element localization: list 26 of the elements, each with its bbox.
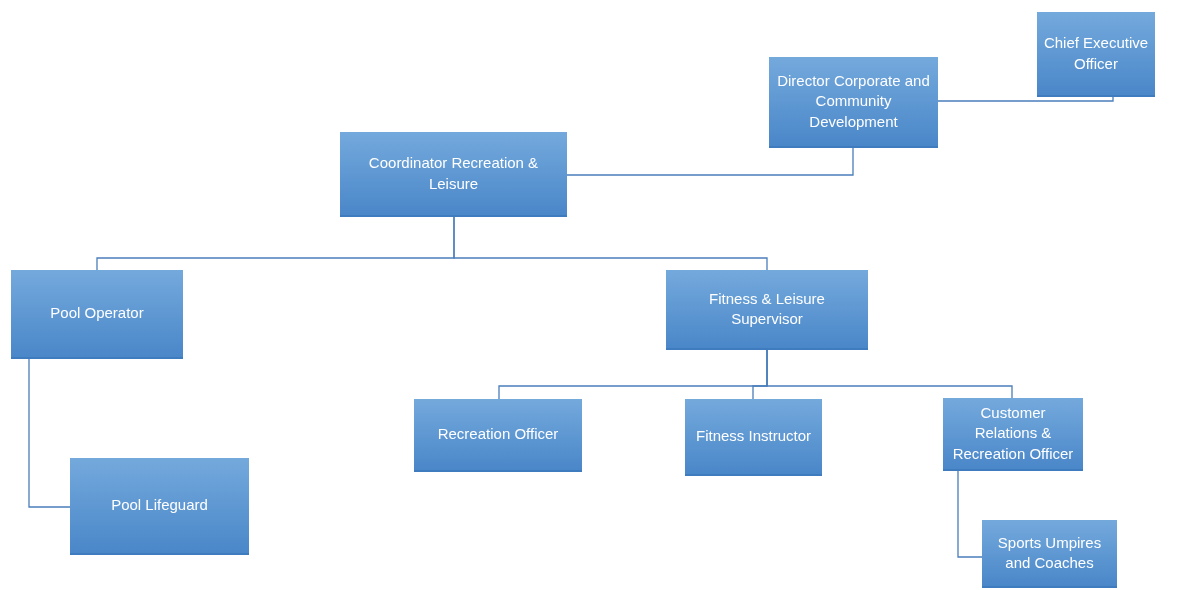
connector-line xyxy=(28,358,71,508)
position-box xyxy=(685,399,822,476)
connector-line xyxy=(766,349,1013,399)
position-box xyxy=(70,458,249,555)
connector-line xyxy=(937,96,1114,102)
position-box xyxy=(1037,12,1155,97)
role-title: Customer Relations & Recreation Officer xyxy=(951,403,1075,464)
connector-line xyxy=(566,147,854,176)
role-title: Pool Operator xyxy=(50,303,144,324)
connector-line xyxy=(957,470,983,558)
position-box xyxy=(11,270,183,359)
position-box xyxy=(414,399,582,472)
role-title: Fitness & Leisure Supervisor xyxy=(708,288,826,329)
role-title: Sports Umpires and Coaches xyxy=(996,532,1103,573)
role-title: Recreation Officer xyxy=(437,424,559,445)
role-title: Fitness Instructor xyxy=(695,426,811,447)
connector-line xyxy=(453,216,768,271)
role-title: Chief Executive Officer xyxy=(1043,33,1149,74)
position-box xyxy=(769,57,938,148)
position-box xyxy=(982,520,1117,588)
position-box xyxy=(666,270,868,350)
role-title: Pool Lifeguard xyxy=(111,495,208,516)
position-box xyxy=(340,132,567,217)
role-title: Coordinator Recreation & Leisure xyxy=(367,153,540,194)
role-title: Director Corporate and Community Development xyxy=(776,71,931,132)
position-box xyxy=(943,398,1083,471)
